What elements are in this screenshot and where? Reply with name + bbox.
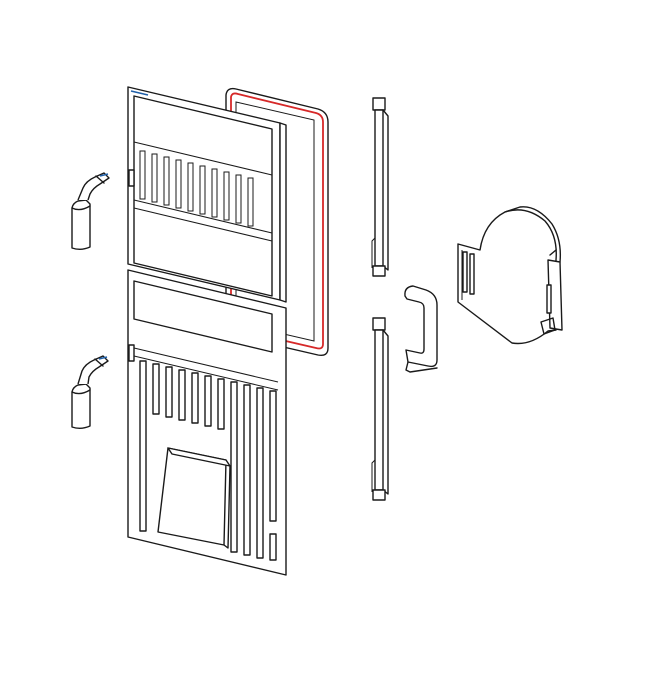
lower-door-panel [127,269,287,576]
upper-door-panel [127,86,287,303]
hinge-rail-upper [371,97,389,277]
door-handle [404,285,438,373]
hinge-pin-upper [71,172,110,250]
rear-bracket [457,206,563,345]
hinge-pin-lower [71,355,109,429]
hinge-rail-lower [371,317,389,501]
